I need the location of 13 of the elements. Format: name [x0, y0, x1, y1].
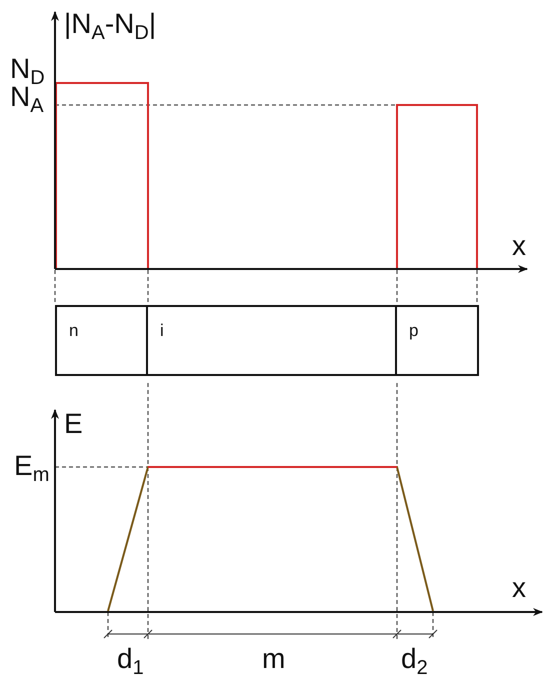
axis-label: |N$_{A}$-N$_{D}$|	[64, 10, 156, 43]
axis-label: E	[64, 410, 83, 438]
region-label: n	[69, 321, 78, 341]
dimension-label: m	[262, 645, 286, 673]
region-label: p	[409, 321, 418, 341]
tick-label: E$_{m}$	[14, 452, 50, 485]
region-label: i	[160, 321, 164, 341]
axis-label: x	[512, 232, 526, 260]
dimension-label: d$_{1}$	[117, 645, 144, 678]
region-cell	[395, 305, 479, 376]
region-cell	[55, 305, 148, 376]
axis-label: x	[512, 574, 526, 602]
dimension-label: d$_{2}$	[401, 645, 428, 678]
